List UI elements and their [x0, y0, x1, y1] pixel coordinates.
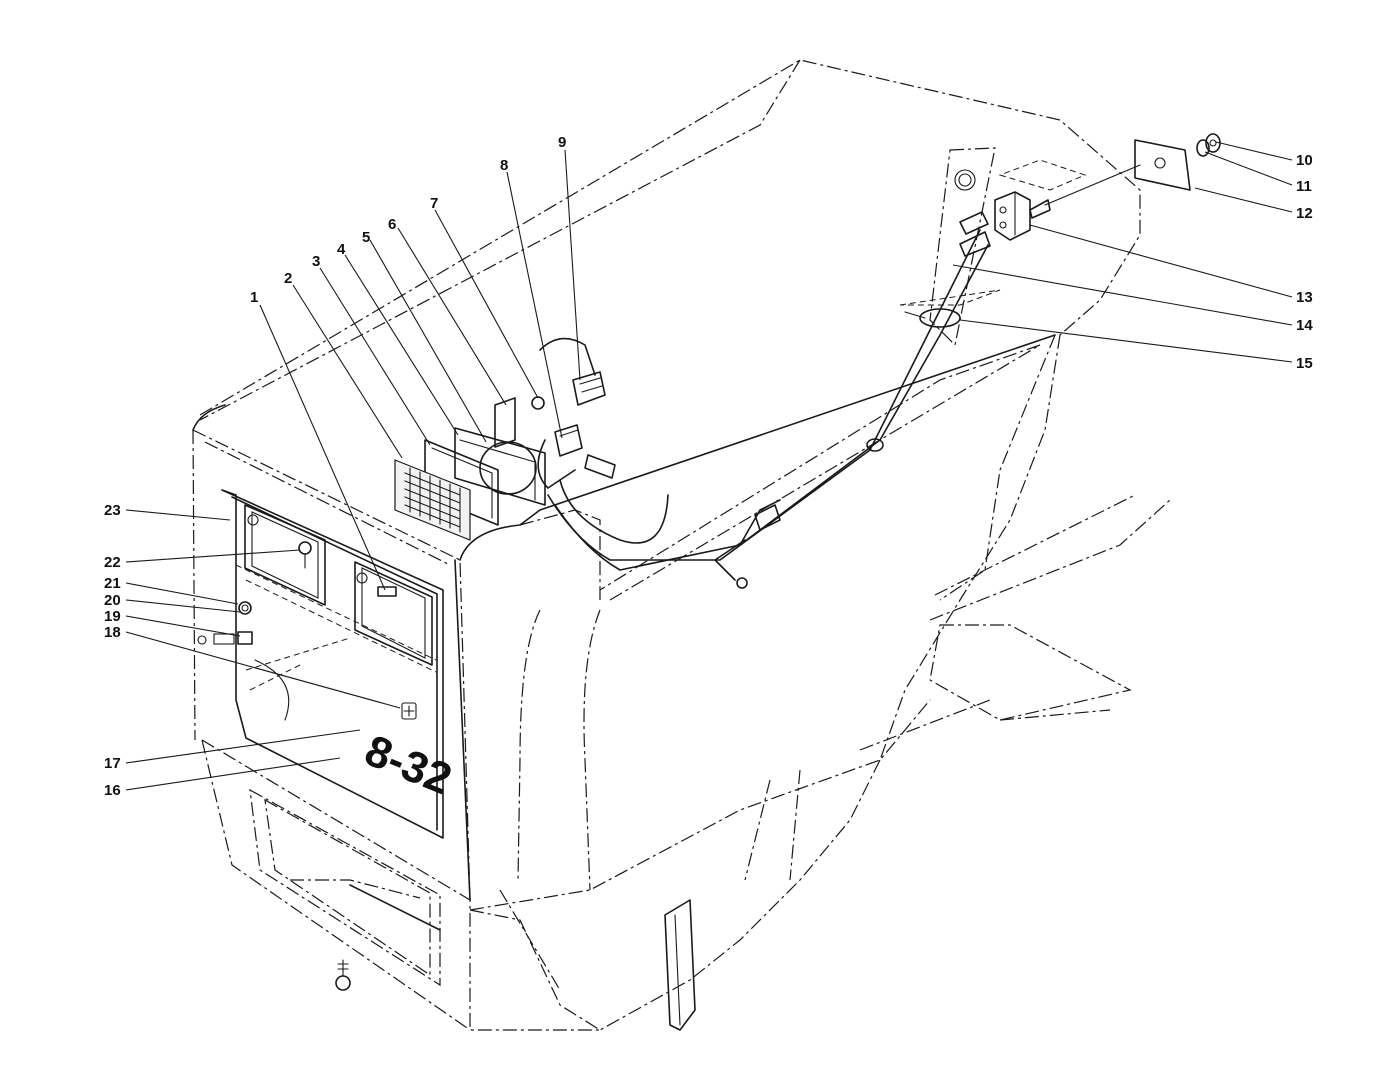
switch-panel	[899, 133, 1221, 347]
callout-18: 18	[104, 624, 121, 641]
callout-3: 3	[312, 253, 320, 270]
callout-6: 6	[388, 216, 396, 233]
callout-9: 9	[558, 134, 566, 151]
callout-23: 23	[104, 502, 121, 519]
callout-7: 7	[430, 195, 438, 212]
callout-1: 1	[250, 289, 258, 306]
hood-body	[192, 59, 1171, 1031]
callout-8: 8	[500, 157, 508, 174]
callout-4: 4	[337, 241, 346, 258]
callout-11: 11	[1296, 178, 1312, 195]
callout-labels: 1 2 3 4 5 6 7 8 9 10 11 12 13 14 15 16 1…	[104, 134, 1313, 799]
front-panel-components	[197, 504, 437, 721]
wiring-harness	[537, 211, 991, 589]
callout-13: 13	[1296, 289, 1313, 306]
callout-2: 2	[284, 270, 292, 287]
callout-19: 19	[104, 608, 121, 625]
callout-22: 22	[104, 554, 121, 571]
callout-5: 5	[362, 229, 370, 246]
callout-21: 21	[104, 575, 121, 592]
callout-20: 20	[104, 592, 121, 609]
callout-12: 12	[1296, 205, 1313, 222]
bottom-screw	[335, 959, 351, 991]
callout-14: 14	[1296, 317, 1313, 334]
callout-15: 15	[1296, 355, 1313, 372]
callout-17: 17	[104, 755, 121, 772]
leader-lines	[125, 141, 1293, 791]
headlight-assembly	[394, 396, 616, 541]
callout-10: 10	[1296, 152, 1313, 169]
callout-16: 16	[104, 782, 121, 799]
